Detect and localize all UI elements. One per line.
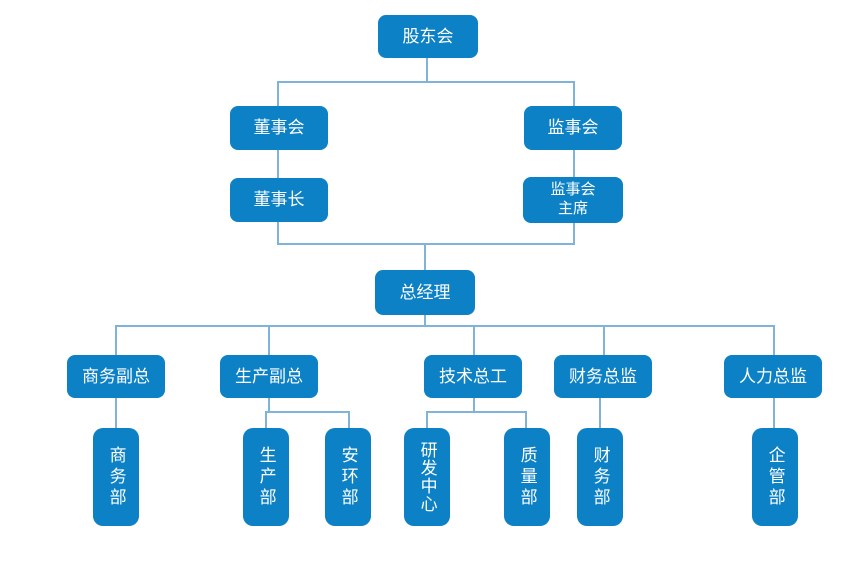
connector-line [573, 81, 575, 107]
connector-line [115, 325, 117, 355]
node-dept-finance: 财务部 [577, 428, 623, 526]
node-board-of-directors: 董事会 [230, 106, 328, 150]
node-general-manager: 总经理 [375, 270, 475, 315]
connector-line [426, 58, 428, 83]
node-hr-director: 人力总监 [724, 355, 822, 398]
node-dept-production: 生产部 [243, 428, 289, 526]
connector-line [265, 411, 350, 413]
connector-line [277, 222, 279, 245]
connector-line [115, 398, 117, 428]
connector-line [573, 150, 575, 177]
connector-line [277, 150, 279, 178]
connector-line [277, 81, 575, 83]
connector-line [573, 223, 575, 245]
connector-line [277, 81, 279, 107]
connector-line [473, 325, 475, 355]
node-dept-quality: 质量部 [504, 428, 550, 526]
node-chief-engineer: 技术总工 [424, 355, 522, 398]
connector-line [426, 411, 527, 413]
node-rd-center: 研发中心 [404, 428, 450, 526]
connector-line [424, 243, 426, 270]
node-chairman: 董事长 [230, 178, 328, 222]
connector-line [268, 325, 270, 355]
node-supervisory-board: 监事会 [524, 106, 622, 150]
connector-line [426, 411, 428, 428]
connector-line [473, 398, 475, 413]
connector-line [268, 398, 270, 413]
node-vp-production: 生产副总 [220, 355, 318, 398]
node-supervisory-board-chairman: 监事会 主席 [523, 177, 623, 223]
node-shareholders-meeting: 股东会 [378, 15, 478, 58]
connector-line [773, 398, 775, 428]
connector-line [599, 398, 601, 428]
connector-line [265, 411, 267, 428]
connector-line [773, 325, 775, 355]
node-dept-safety-environment: 安环部 [325, 428, 371, 526]
node-finance-director: 财务总监 [554, 355, 652, 398]
node-dept-commerce: 商务部 [93, 428, 139, 526]
connector-line [525, 411, 527, 428]
connector-line [115, 325, 775, 327]
connector-line [424, 315, 426, 327]
connector-line [277, 243, 575, 245]
connector-line [348, 411, 350, 428]
node-vp-commerce: 商务副总 [67, 355, 165, 398]
node-dept-enterprise-management: 企管部 [752, 428, 798, 526]
connector-line [603, 325, 605, 355]
